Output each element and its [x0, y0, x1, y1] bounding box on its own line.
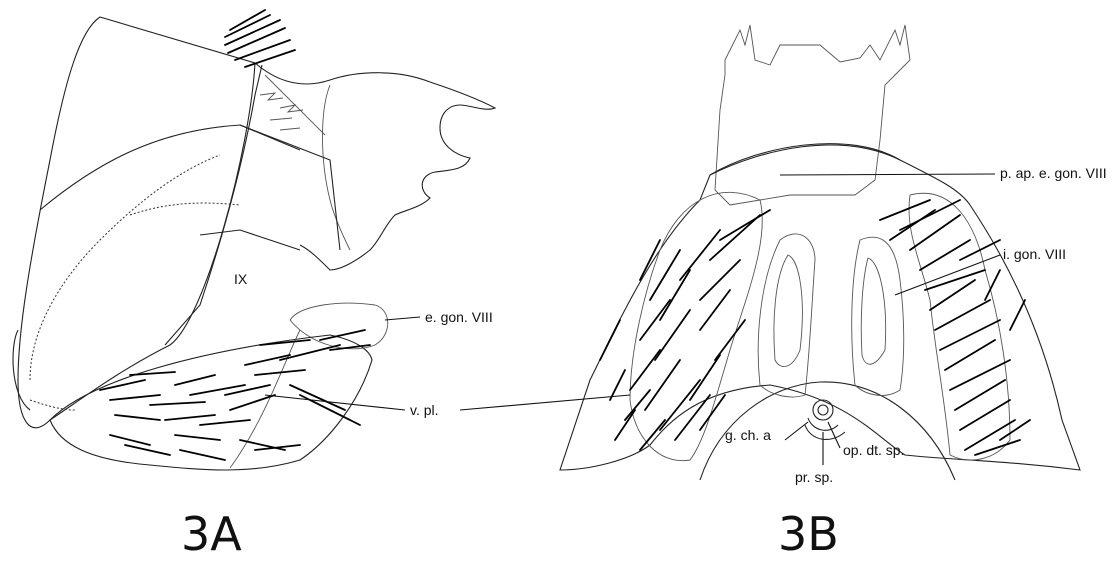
- label-p-ap-e-gon-viii: p. ap. e. gon. VIII: [1000, 165, 1107, 181]
- label-g-ch-a: g. ch. a: [725, 427, 771, 443]
- v-pl-leader-3a: [265, 395, 405, 410]
- dotted-internal-line: [30, 155, 220, 380]
- p-ap-e-gon-viii-leader: [780, 174, 995, 175]
- right-lobe-setae: [880, 200, 1030, 455]
- v-pl-leader-3b: [460, 395, 630, 410]
- outer-body-outline: [560, 145, 1080, 470]
- apical-setae-3a: [225, 10, 295, 67]
- inner-right-gonapophysis: [852, 237, 904, 395]
- label-i-gon-viii: i. gon. VIII: [1003, 246, 1066, 262]
- label-pr-sp: pr. sp.: [795, 469, 833, 485]
- right-lobe-outline: [909, 193, 1010, 460]
- segment-border-line: [165, 65, 262, 345]
- e-gon-viii-leader-3a: [385, 317, 420, 320]
- op-dt-sp-leader: [828, 422, 840, 448]
- segment-ix-outline: [18, 17, 255, 428]
- inner-left-gonapophysis: [758, 234, 815, 397]
- e-gon-viii-lobe: [290, 303, 388, 349]
- label-v-pl: v. pl.: [410, 402, 439, 418]
- dorsal-process-outline: [255, 63, 495, 270]
- caption-3a: 3A: [181, 507, 242, 561]
- label-ix: IX: [234, 271, 248, 287]
- i-gon-viii-leader: [895, 255, 1000, 295]
- figure-3a-drawing: [13, 10, 495, 470]
- top-process-outline: [715, 25, 910, 205]
- left-lobe-setae: [600, 210, 770, 450]
- figure-3b-drawing: [460, 25, 1080, 480]
- spermatheca-opening: [805, 400, 845, 439]
- caption-3b: 3B: [778, 507, 839, 561]
- g-ch-a-leader: [785, 422, 808, 440]
- label-e-gon-viii: e. gon. VIII: [425, 309, 493, 325]
- label-op-dt-sp: op. dt. sp.: [843, 442, 904, 458]
- ventral-plate-outline: [50, 335, 372, 470]
